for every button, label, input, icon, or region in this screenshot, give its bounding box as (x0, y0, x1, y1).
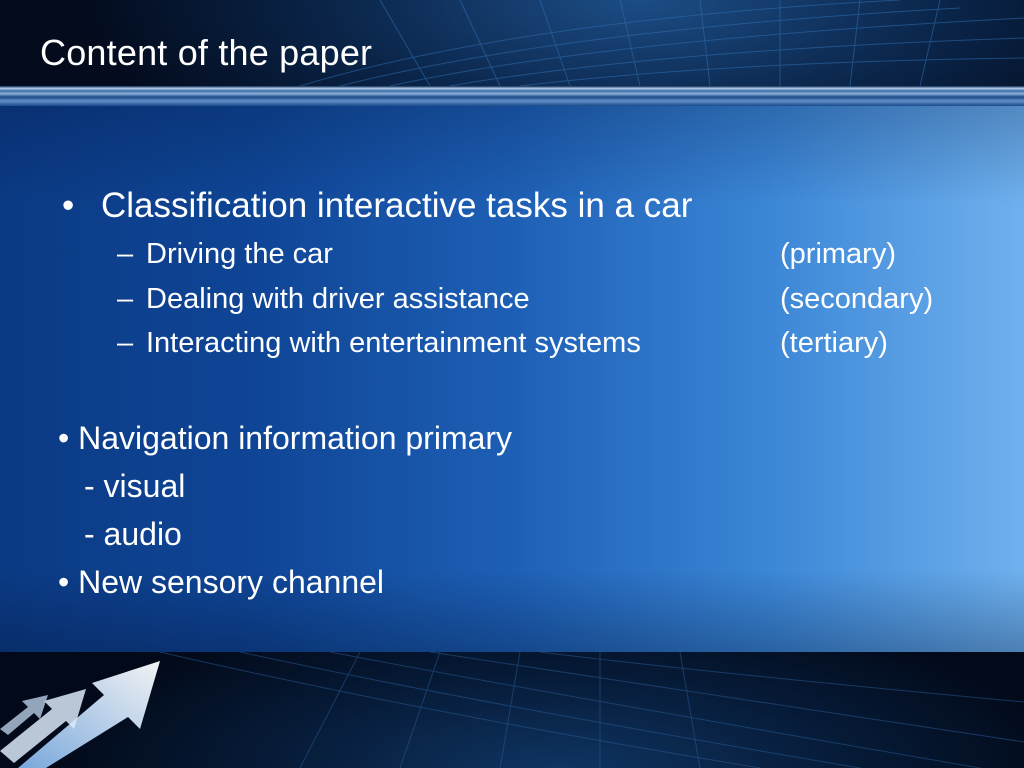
task-label-tertiary: Interacting with entertainment systems (146, 327, 641, 359)
content-panel (0, 106, 1024, 652)
grid-decoration-icon (299, 0, 1024, 86)
header-divider (0, 86, 1024, 106)
footer-band (0, 652, 1024, 768)
task-category-primary: (primary) (780, 238, 896, 270)
arrows-icon (0, 661, 160, 768)
task-category-secondary: (secondary) (780, 283, 934, 315)
slide-title: Content of the paper (40, 32, 373, 73)
task-category-tertiary: (tertiary) (780, 327, 888, 359)
section2-heading: • Navigation information primary (58, 420, 513, 456)
task-label-secondary: Dealing with driver assistance (146, 283, 530, 315)
section2-subitem-visual: - visual (84, 468, 186, 504)
section1-heading: Classification interactive tasks in a ca… (101, 186, 693, 225)
dash-icon: – (117, 283, 134, 315)
section3-heading: • New sensory channel (58, 564, 385, 600)
footer-grid-icon (159, 652, 1024, 768)
dash-icon: – (117, 238, 134, 270)
task-label-primary: Driving the car (146, 238, 333, 270)
section2-subitem-audio: - audio (84, 516, 182, 552)
bullet-icon: • (62, 186, 75, 225)
header-band: Content of the paper (0, 0, 1024, 86)
dash-icon: – (117, 327, 134, 359)
